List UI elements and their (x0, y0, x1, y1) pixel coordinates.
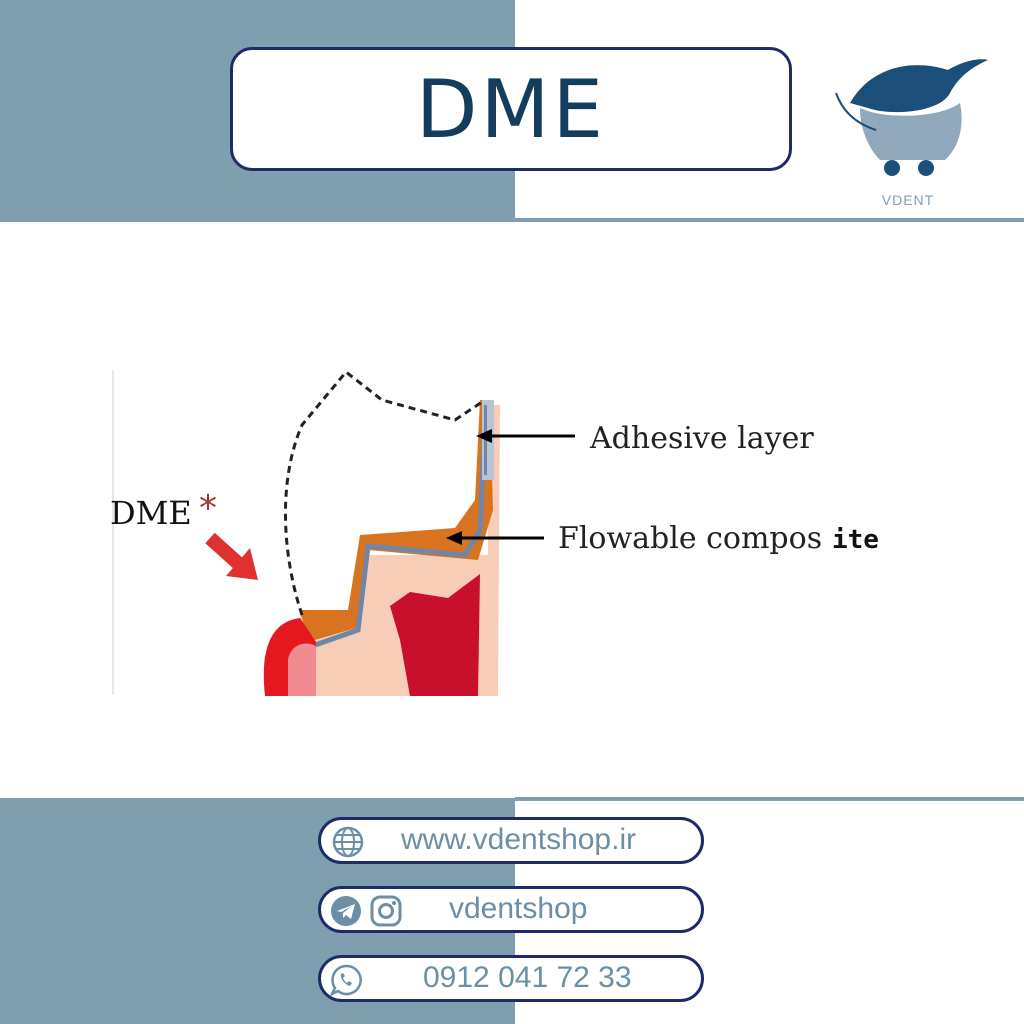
globe-icon (332, 826, 364, 858)
footer-divider (515, 797, 1024, 801)
adhesive-layer-line (314, 419, 488, 648)
phone-pill[interactable]: 0912 041 72 33 (318, 955, 704, 1002)
dme-label: DME (110, 494, 192, 532)
website-pill[interactable]: www.vdentshop.ir (318, 817, 704, 864)
phone-number[interactable]: 0912 041 72 33 (423, 961, 632, 994)
flowable-composite-label-suffix: ite (832, 525, 879, 555)
crown-outline (283, 369, 483, 616)
dme-asterisk: * (199, 488, 217, 529)
header-divider (515, 218, 1024, 222)
dme-diagram: DME * Adhesive layer Flowable compos ite (110, 360, 910, 705)
whatsapp-icon (329, 964, 362, 997)
dme-red-arrow (205, 532, 245, 571)
adhesive-layer-label: Adhesive layer (589, 421, 814, 456)
flowable-composite-label: Flowable compos (558, 521, 822, 556)
title-box: DME (230, 47, 792, 171)
gingiva-inner-shape (288, 643, 316, 696)
social-pill[interactable]: vdentshop (318, 886, 704, 933)
website-link[interactable]: www.vdentshop.ir (401, 823, 637, 856)
brand-name: VDENT (881, 192, 935, 208)
social-handle[interactable]: vdentshop (449, 892, 588, 925)
instagram-icon[interactable] (369, 894, 403, 928)
diagram-background (110, 360, 910, 705)
pulp-shape (390, 574, 480, 696)
telegram-icon[interactable] (329, 894, 363, 928)
vdent-logo-icon (835, 59, 988, 176)
page-title: DME (415, 62, 607, 156)
flowable-composite-shape (300, 400, 493, 642)
